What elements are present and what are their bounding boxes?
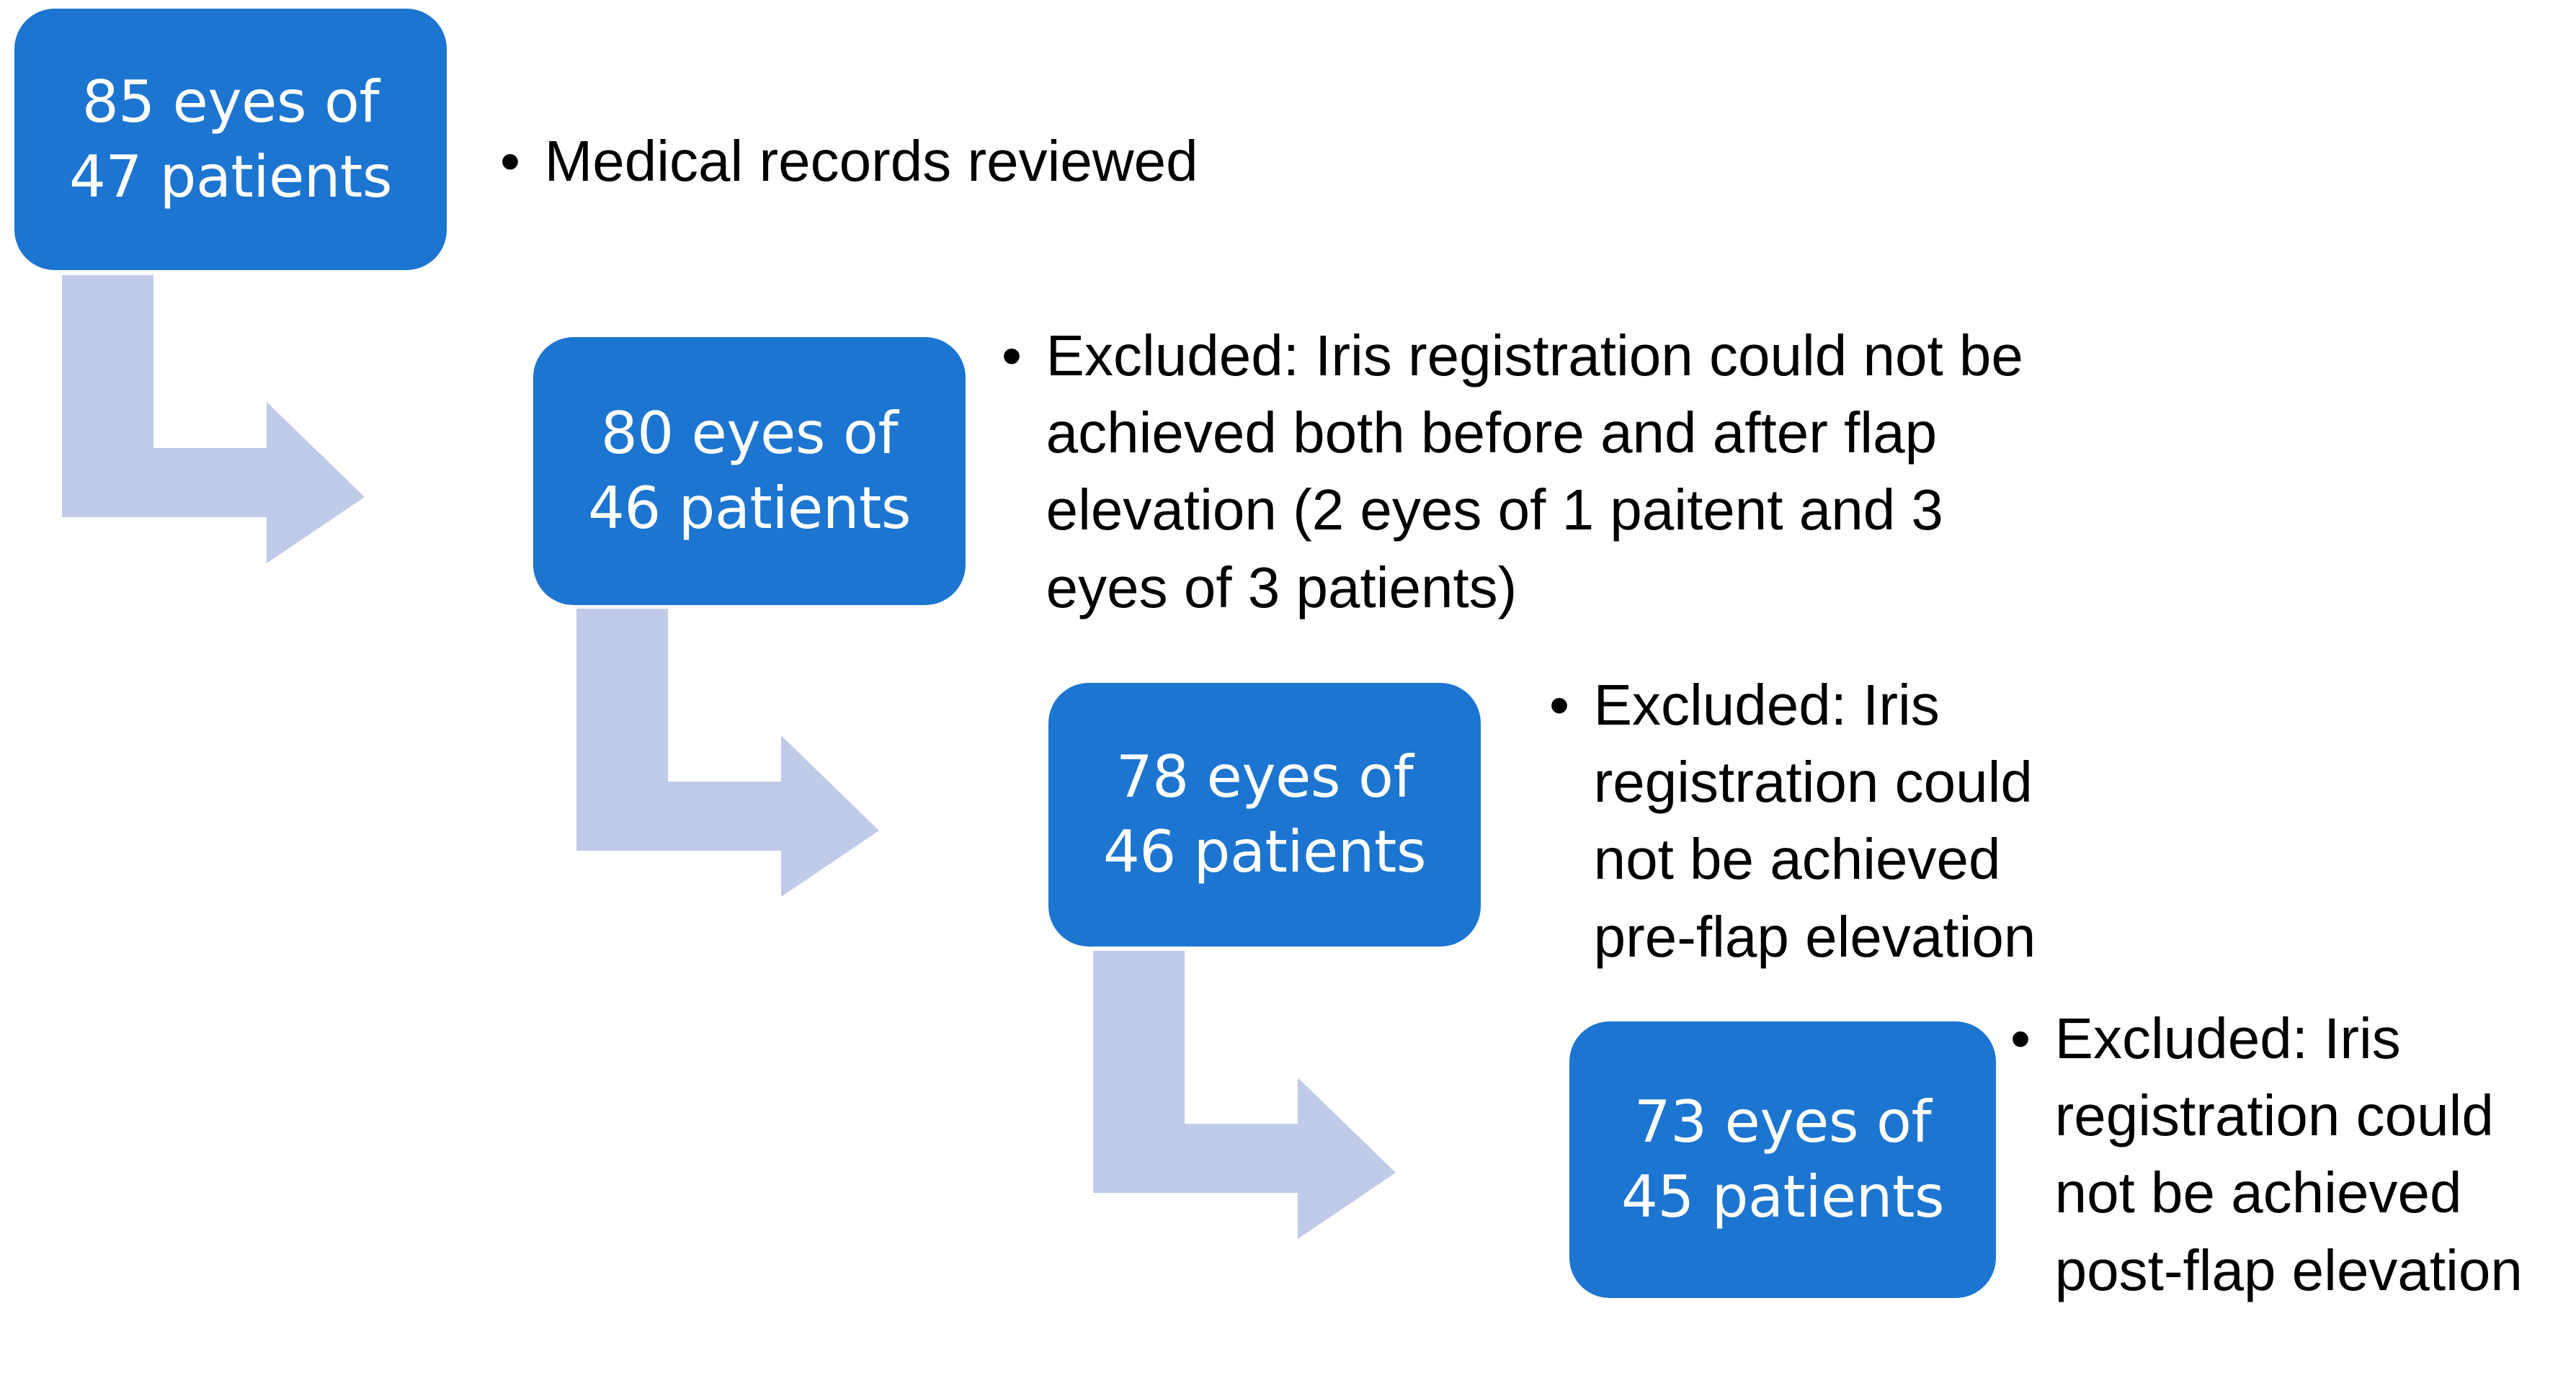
bullet-point-icon: •	[1549, 673, 1570, 737]
flow-box-78-eyes-46-patients[interactable]: 78 eyes of 46 patients	[1048, 683, 1481, 947]
bent-arrow-box3-to-box4	[1093, 951, 1396, 1239]
bent-arrow-box1-to-box2	[62, 275, 365, 563]
note-excluded-pre-flap-elevation: • Excluded: Iris registration could not …	[1549, 666, 2118, 975]
bullet-point-icon: •	[1002, 323, 1022, 388]
note-text: Excluded: Iris registration could not be…	[1593, 673, 2036, 969]
note-text: Medical records reviewed	[544, 129, 1198, 193]
note-medical-records-reviewed: • Medical records reviewed	[500, 122, 1437, 200]
flow-box-80-eyes-46-patients[interactable]: 80 eyes of 46 patients	[533, 337, 966, 605]
flow-box-73-eyes-45-patients[interactable]: 73 eyes of 45 patients	[1569, 1021, 1996, 1298]
note-excluded-before-and-after-flap-elevation: • Excluded: Iris registration could not …	[1002, 317, 2046, 626]
bullet-point-icon: •	[500, 129, 521, 193]
bullet-point-icon: •	[2010, 1006, 2031, 1070]
note-excluded-post-flap-elevation: • Excluded: Iris registration could not …	[2010, 1000, 2576, 1309]
bent-arrow-box2-to-box3	[576, 609, 879, 897]
note-text: Excluded: Iris registration could not be…	[2054, 1006, 2523, 1302]
flow-box-85-eyes-47-patients[interactable]: 85 eyes of 47 patients	[14, 9, 447, 270]
note-text: Excluded: Iris registration could not be…	[1046, 323, 2023, 619]
